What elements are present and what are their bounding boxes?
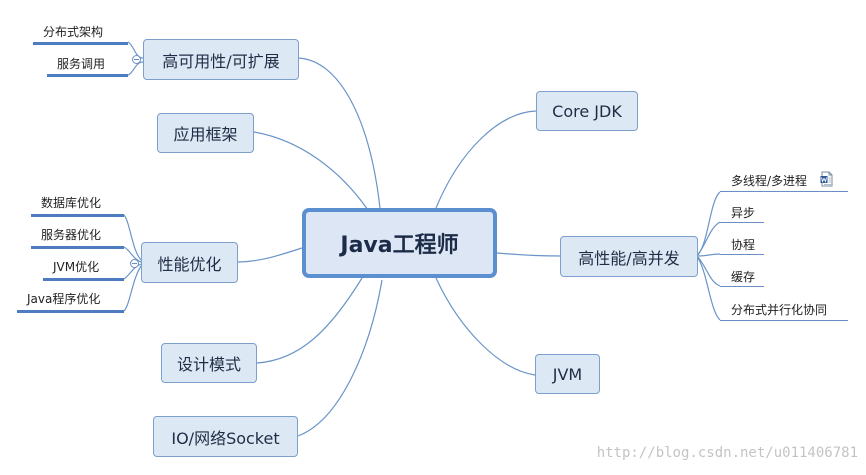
topic-io-socket[interactable]: IO/网络Socket — [153, 416, 298, 457]
topic-label: 性能优化 — [157, 254, 222, 274]
leaf-underline — [31, 214, 124, 217]
topic-app-framework[interactable]: 应用框架 — [157, 113, 254, 153]
topic-high-availability[interactable]: 高可用性/可扩展 — [143, 39, 299, 80]
topic-label: IO/网络Socket — [171, 428, 280, 448]
topic-core-jdk[interactable]: Core JDK — [536, 91, 638, 131]
leaf-distributed-parallel[interactable]: 分布式并行化协同 — [731, 303, 828, 317]
leaf-async[interactable]: 异步 — [731, 206, 756, 220]
leaf-server-optimization[interactable]: 服务器优化 — [41, 228, 102, 242]
collapse-toggle-ha[interactable] — [132, 55, 141, 64]
leaf-underline — [17, 310, 124, 313]
leaf-distributed-architecture[interactable]: 分布式架构 — [43, 25, 104, 39]
leaf-cache[interactable]: 缓存 — [731, 270, 756, 284]
central-topic-label: Java工程师 — [340, 233, 459, 258]
central-topic[interactable]: Java工程师 — [302, 208, 497, 278]
topic-label: Core JDK — [552, 101, 622, 121]
leaf-underline — [720, 254, 764, 255]
leaf-jvm-optimization[interactable]: JVM优化 — [53, 260, 100, 274]
leaf-coroutine[interactable]: 协程 — [731, 238, 756, 252]
leaf-underline — [720, 222, 764, 223]
word-document-icon[interactable] — [820, 171, 834, 187]
leaf-java-program-optimization[interactable]: Java程序优化 — [27, 292, 101, 306]
leaf-underline — [43, 278, 124, 281]
leaf-service-invocation[interactable]: 服务调用 — [57, 57, 106, 71]
topic-design-patterns[interactable]: 设计模式 — [161, 343, 257, 383]
topic-performance[interactable]: 性能优化 — [141, 242, 238, 283]
topic-label: 设计模式 — [176, 355, 241, 374]
leaf-underline — [31, 246, 124, 249]
leaf-underline — [720, 286, 764, 287]
leaf-underline — [720, 320, 848, 321]
topic-label: 高可用性/可扩展 — [162, 51, 280, 71]
leaf-database-optimization[interactable]: 数据库优化 — [41, 196, 102, 210]
watermark: http://blog.csdn.net/u011406781 — [596, 445, 858, 461]
topic-label: 应用框架 — [173, 125, 238, 144]
topic-label: 高性能/高并发 — [578, 248, 680, 268]
leaf-underline — [47, 74, 128, 77]
leaf-multithreading[interactable]: 多线程/多进程 — [731, 174, 808, 188]
topic-jvm[interactable]: JVM — [535, 354, 600, 394]
leaf-underline — [720, 191, 848, 192]
topic-concurrency[interactable]: 高性能/高并发 — [560, 236, 698, 277]
leaf-underline — [33, 42, 128, 45]
collapse-toggle-perf[interactable] — [130, 259, 139, 268]
topic-label: JVM — [552, 364, 583, 384]
